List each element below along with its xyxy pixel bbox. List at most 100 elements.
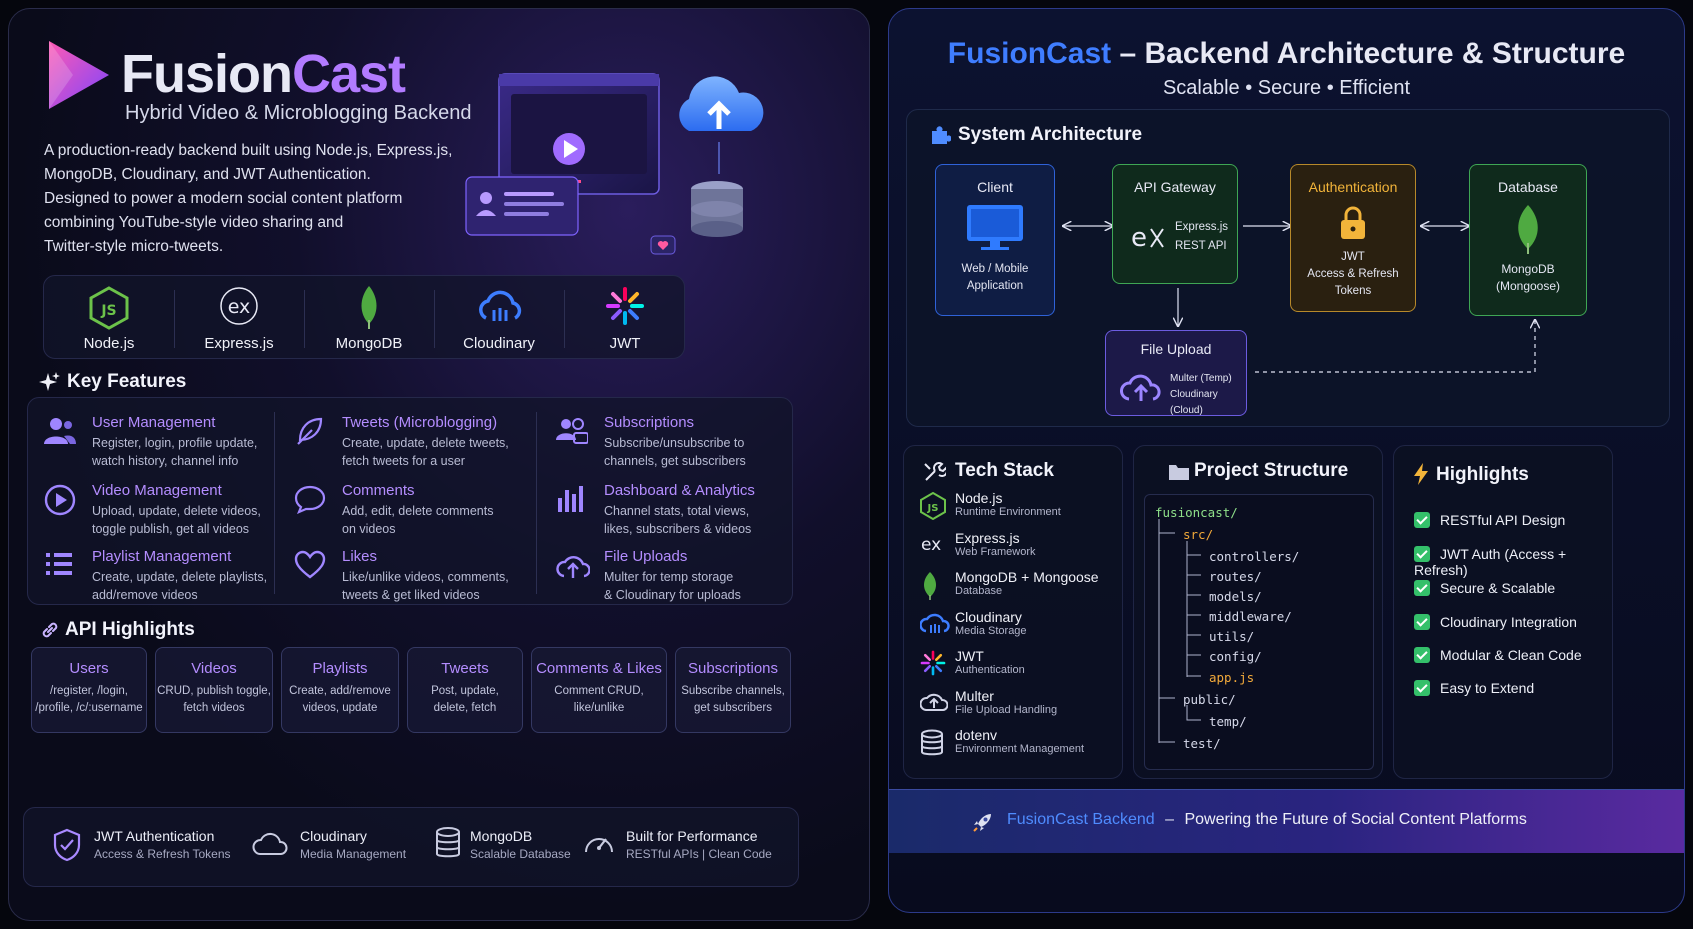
api-box-desc: Comment CRUD, [554,685,644,697]
feature-desc: toggle publish, get all videos [92,522,250,536]
api-box-subscriptions: Subscriptions Subscribe channels,get sub… [675,647,791,733]
brand-fusion: Fusion [121,44,293,104]
node-sub: Application [966,280,1024,292]
api-box-desc: /register, /login, [50,685,128,697]
tech-item: JWT [564,276,686,360]
api-box-videos: Videos CRUD, publish toggle,fetch videos [155,647,273,733]
upload-cloud-icon [1120,374,1161,401]
mongodb-icon [920,571,940,601]
tree-item: controllers/ [1209,549,1300,564]
feature-desc: & Cloudinary for uploads [604,588,741,602]
description-line: Designed to power a modern social conten… [44,190,403,207]
bar-chart-icon [556,484,586,514]
highlight-item: Cloudinary Integration [1414,614,1577,630]
right-footer-banner: FusionCast Backend – Powering the Future… [889,789,1684,853]
checkbox-icon [1414,680,1430,696]
checkbox-icon [1414,614,1430,630]
feature-desc: Like/unlike videos, comments, [342,570,509,584]
feature-desc: fetch tweets for a user [342,454,465,468]
express-icon: ex [920,532,946,556]
node-database: Database MongoDB(Mongoose) [1469,164,1587,316]
jwt-icon [606,287,644,325]
right-subtitle: Scalable • Secure • Efficient [1162,77,1411,99]
upload-cloud-icon [920,690,948,714]
right-title-rest: – Backend Architecture & Structure [1111,37,1626,70]
techstack-name: JWT [955,648,984,664]
node-title: Authentication [1308,179,1398,195]
brand-cast: Cast [291,44,406,104]
node-sub: MongoDB [1501,262,1555,276]
techstack-sub: Web Framework [955,545,1036,558]
right-title: FusionCast – Backend Architecture & Stru… [889,37,1684,71]
subscribers-icon [556,416,588,446]
brand-subtitle: Hybrid Video & Microblogging Backend [125,102,472,124]
techstack-name: Cloudinary [955,608,1022,625]
tech-label: JWT [609,335,641,352]
tree-item: public/ [1183,692,1236,707]
shield-check-icon [53,828,81,862]
checkbox-icon [1414,647,1430,663]
tree-item: routes/ [1209,569,1262,584]
express-icon: ex [220,287,258,325]
hero-illustration-icon [465,73,764,255]
api-box-desc: get subscribers [694,702,772,714]
database-icon [920,729,944,757]
highlight-item: Secure & Scalable [1414,580,1555,596]
feature-title: Comments [342,482,415,499]
node-sub: Multer (Temp) [1170,373,1232,384]
footer-item-sub: Access & Refresh Tokens [94,847,231,861]
rocket-icon [973,814,991,832]
feature-title: Tweets (Microblogging) [342,414,498,431]
features-title: Key Features [67,371,187,392]
description-line: combining YouTube-style video sharing an… [44,214,344,231]
techstack-name: Multer [955,687,994,704]
feature-title: Video Management [92,482,222,499]
checkbox-icon [1414,546,1430,562]
right-panel: FusionCast – Backend Architecture & Stru… [888,8,1685,913]
node-title: Client [977,179,1013,195]
highlight-label: Cloudinary Integration [1440,614,1577,630]
highlight-label: Secure & Scalable [1440,580,1556,596]
node-sub: REST API [1175,240,1227,252]
node-sub: Access & Refresh [1307,268,1399,280]
nodejs-icon: JS [89,286,129,330]
techstack-name: Express.js [955,529,1020,546]
lightning-icon [1414,463,1428,485]
nodejs-icon: JS [920,492,946,520]
feature-desc: tweets & get liked videos [342,588,480,602]
feature-title: Likes [342,548,378,565]
node-sub: Cloudinary (Cloud) [1170,389,1218,416]
api-box-users: Users /register, /login,/profile, /c/:us… [31,647,147,733]
techstack-sub: File Upload Handling [955,703,1058,716]
highlight-label: RESTful API Design [1440,512,1566,528]
folder-icon [1169,465,1189,480]
api-box-title: Videos [191,660,237,677]
api-box-title: Playlists [312,660,368,677]
api-box-comments-likes: Comments & Likes Comment CRUD,like/unlik… [531,647,667,733]
feature-desc: Subscribe/unsubscribe to [604,436,745,450]
tree-item: config/ [1209,649,1262,664]
tech-label: Cloudinary [463,335,535,352]
highlight-item: RESTful API Design [1414,512,1565,528]
node-sub: Express.js [1175,221,1229,233]
express-icon: e [1131,223,1164,253]
feature-title: Dashboard & Analytics [604,482,755,499]
feature-desc: Multer for temp storage [604,570,734,584]
checkbox-icon [1414,512,1430,528]
tech-item: MongoDB [304,276,434,360]
list-icon [44,550,74,578]
feature-desc: likes, subscribers & videos [604,522,752,536]
techstack-sub: Authentication [955,664,1025,676]
database-icon [436,827,460,858]
structure-card: Project Structure fusioncast/ src/ contr… [1133,445,1383,779]
feature-desc: watch history, channel info [92,454,239,468]
feature-title: File Uploads [604,548,688,565]
